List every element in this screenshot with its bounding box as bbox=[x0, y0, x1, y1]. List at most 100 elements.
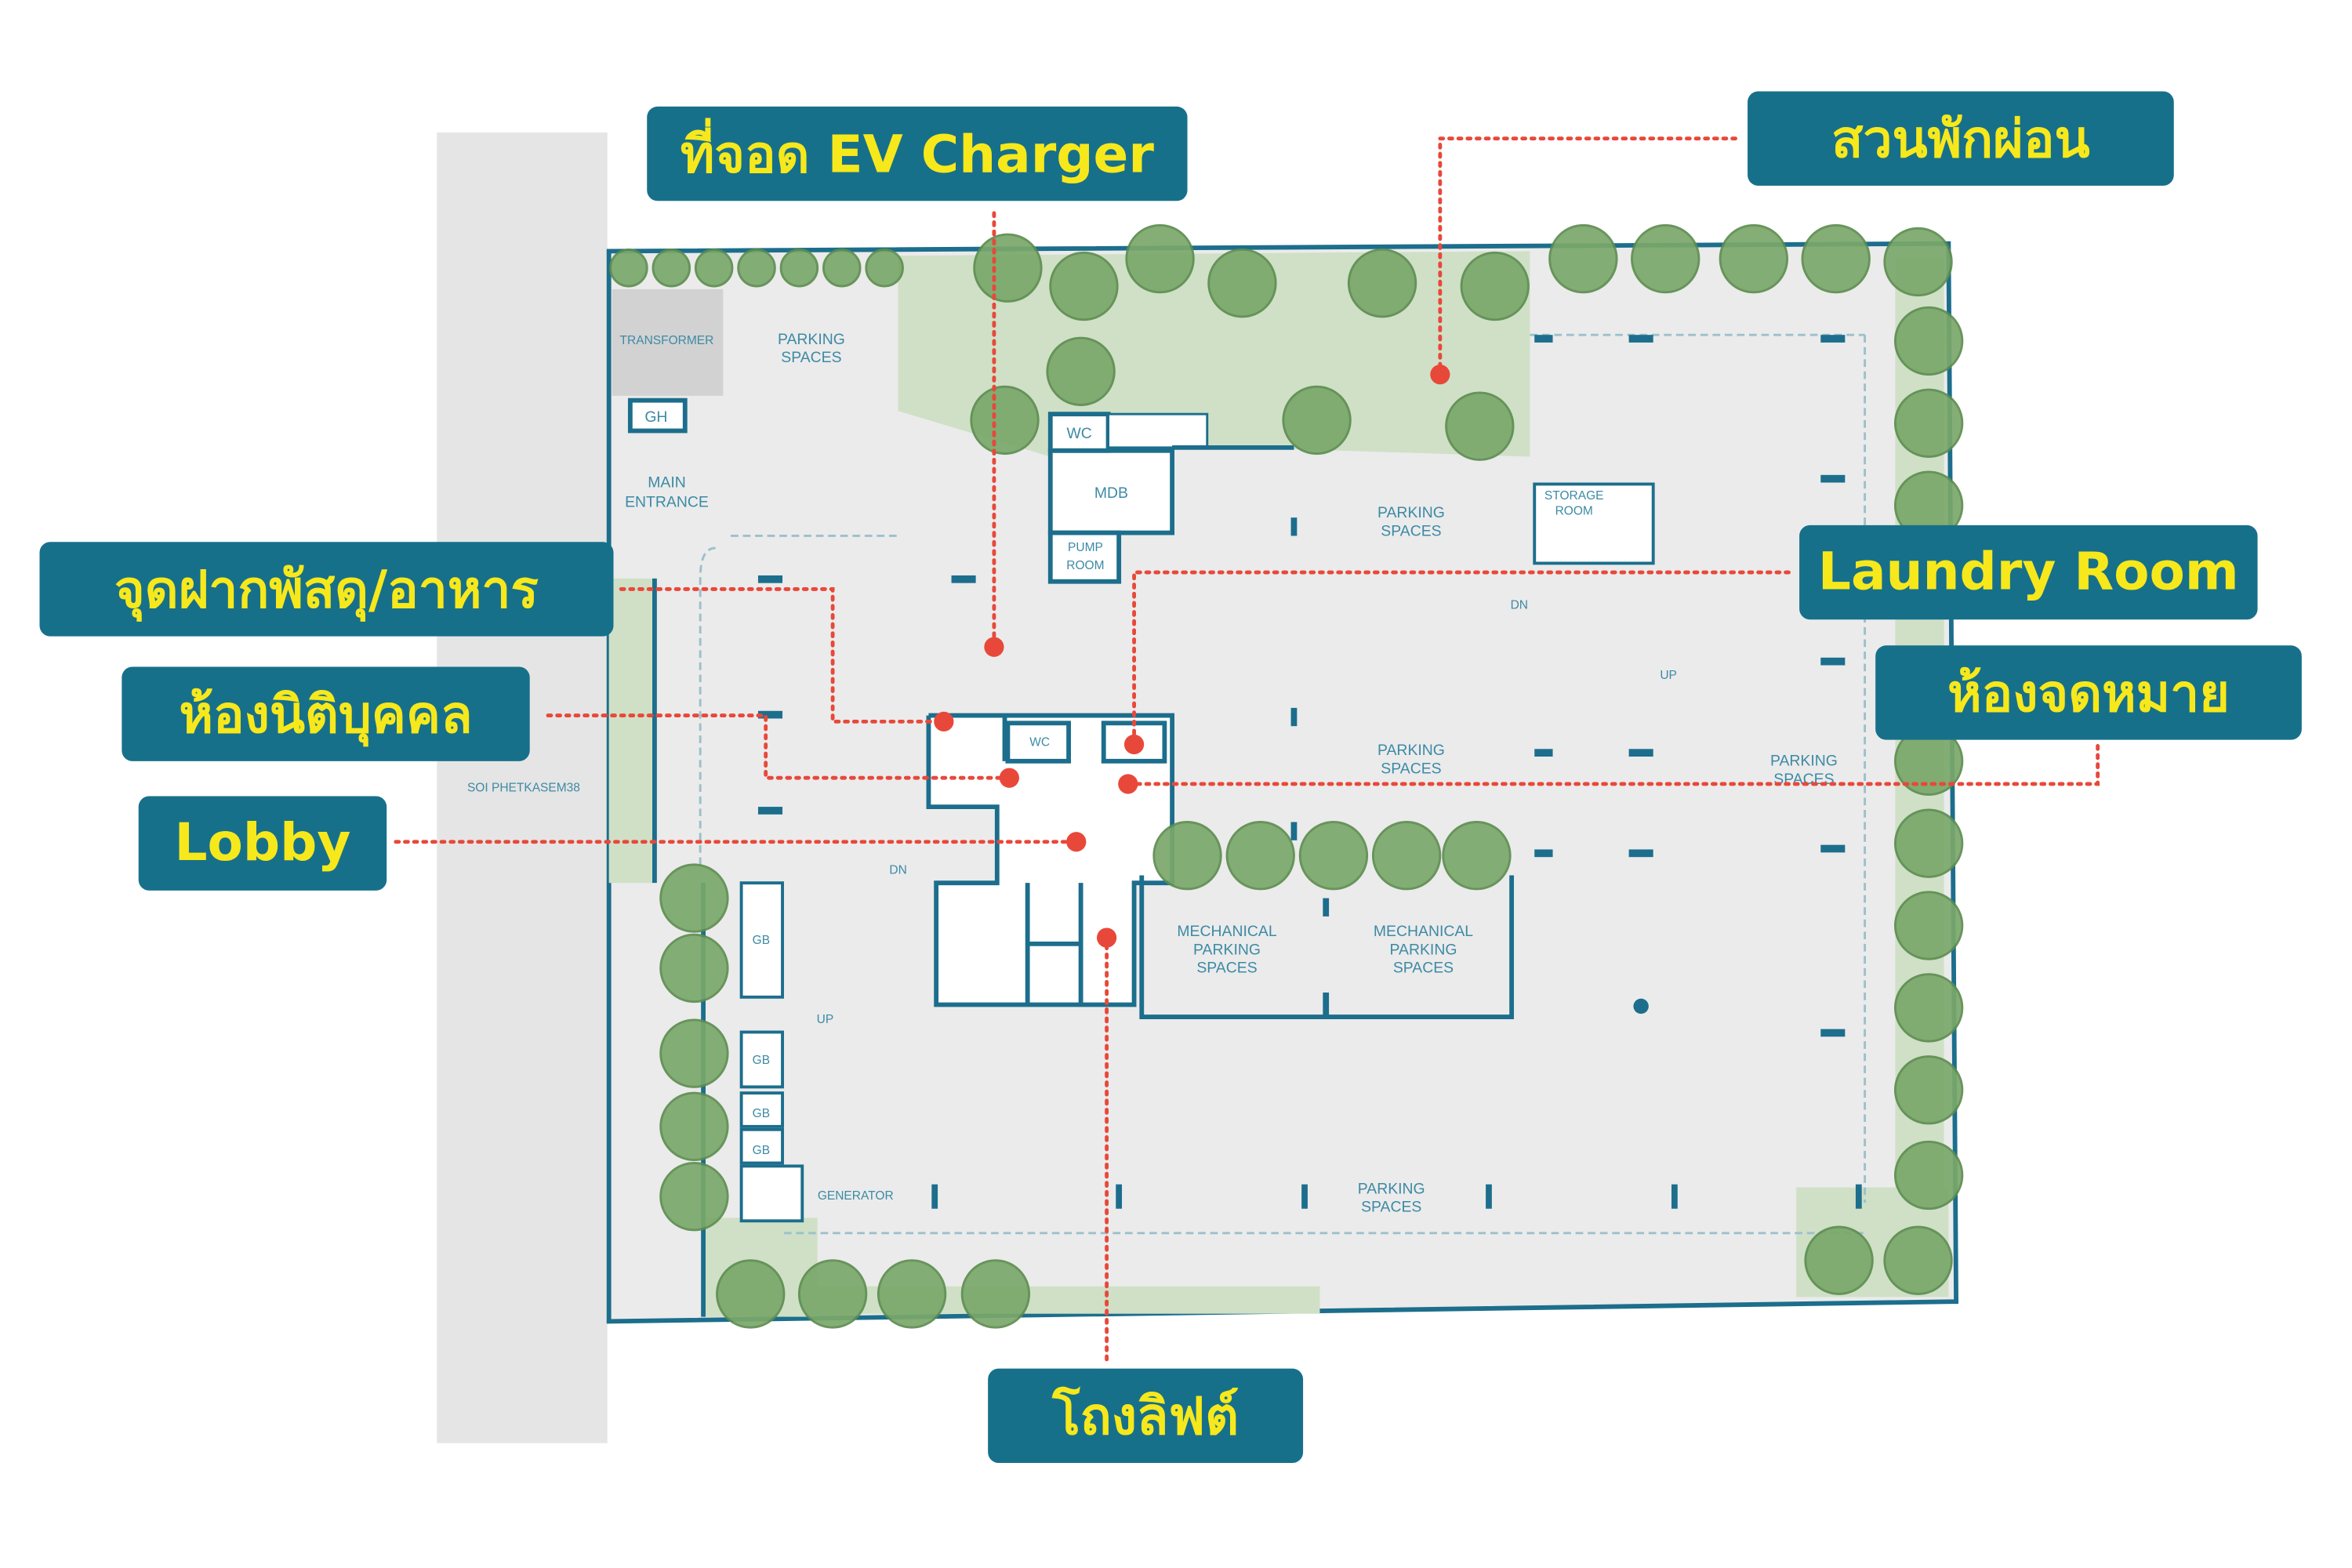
label-gh: GH bbox=[644, 408, 667, 426]
tree-icon bbox=[973, 233, 1043, 303]
tree-icon bbox=[659, 933, 729, 1004]
label-dn: DN bbox=[889, 864, 906, 877]
tree-icon bbox=[659, 1091, 729, 1162]
label-wc: WC bbox=[1029, 735, 1050, 749]
label-parking: SPACES bbox=[1361, 1199, 1421, 1216]
tree-icon bbox=[1442, 821, 1512, 891]
tree-icon bbox=[1719, 223, 1789, 294]
tree-icon bbox=[822, 248, 862, 288]
tree-icon bbox=[1152, 821, 1222, 891]
tree-icon bbox=[1883, 1225, 1953, 1295]
tree-icon bbox=[694, 248, 734, 288]
label-parking: PARKING bbox=[778, 331, 845, 348]
marker-ev-charger bbox=[984, 637, 1004, 657]
label-parking: SPACES bbox=[1381, 522, 1441, 539]
tree-icon bbox=[1282, 385, 1352, 456]
tree-icon bbox=[1893, 808, 1964, 878]
street-strip bbox=[437, 132, 608, 1443]
label-mechanical-parking: PARKING bbox=[1193, 941, 1261, 958]
label-pump-room: PUMP bbox=[1068, 541, 1103, 554]
tree-icon bbox=[970, 385, 1040, 456]
label-storage-room: STORAGE bbox=[1544, 489, 1604, 503]
label-gb: GB bbox=[753, 1144, 770, 1157]
tree-icon bbox=[960, 1259, 1031, 1329]
label-mechanical-parking: SPACES bbox=[1196, 960, 1257, 977]
label-main-entrance: ENTRANCE bbox=[625, 494, 709, 511]
marker-parcel bbox=[934, 711, 954, 731]
tree-icon bbox=[1371, 821, 1442, 891]
callout-lobby: Lobby bbox=[138, 796, 387, 891]
tree-icon bbox=[1207, 248, 1277, 318]
label-transformer: TRANSFORMER bbox=[620, 334, 714, 347]
transformer-area bbox=[612, 289, 724, 396]
label-parking: PARKING bbox=[1358, 1180, 1425, 1197]
tree-icon bbox=[1460, 251, 1530, 321]
label-parking: PARKING bbox=[1377, 504, 1445, 521]
label-mechanical-parking: SPACES bbox=[1393, 960, 1454, 977]
tree-icon bbox=[1893, 306, 1964, 376]
tree-icon bbox=[737, 248, 776, 288]
callout-parcel: จุดฝากพัสดุ/อาหาร bbox=[39, 542, 614, 637]
marker-mailroom bbox=[1118, 774, 1138, 794]
tree-icon bbox=[1125, 223, 1195, 294]
label-pump-room: ROOM bbox=[1066, 559, 1104, 572]
tree-icon bbox=[659, 1162, 729, 1232]
tree-icon bbox=[1548, 223, 1618, 294]
tree-icon bbox=[1893, 973, 1964, 1043]
tree-icon bbox=[1347, 248, 1417, 318]
marker-lift-hall bbox=[1096, 927, 1117, 948]
tree-icon bbox=[797, 1259, 868, 1329]
marker-garden bbox=[1430, 365, 1450, 385]
tree-icon bbox=[1893, 891, 1964, 960]
label-up: UP bbox=[1660, 669, 1677, 682]
tree-icon bbox=[1046, 336, 1116, 406]
tree-icon bbox=[659, 1018, 729, 1088]
leader-lines bbox=[394, 136, 2100, 1362]
tree-icon bbox=[716, 1259, 786, 1329]
tree-icon bbox=[609, 248, 648, 288]
tree-icon bbox=[1893, 1140, 1964, 1210]
label-up: UP bbox=[817, 1013, 834, 1026]
label-wc: WC bbox=[1066, 425, 1091, 442]
label-gb: GB bbox=[753, 1054, 770, 1067]
tree-icon bbox=[779, 248, 819, 288]
label-gb: GB bbox=[753, 934, 770, 947]
columns bbox=[757, 335, 1862, 1209]
callout-juristic: ห้องนิติบุคคล bbox=[122, 666, 530, 761]
tree-icon bbox=[1631, 223, 1700, 294]
label-parking: SPACES bbox=[781, 349, 841, 366]
tree-icon bbox=[652, 248, 691, 288]
label-mdb: MDB bbox=[1094, 485, 1128, 502]
tree-icon bbox=[877, 1259, 947, 1329]
label-parking: SPACES bbox=[1381, 760, 1441, 777]
tree-icon bbox=[659, 863, 729, 933]
callout-garden: สวนพักผ่อน bbox=[1748, 91, 2174, 186]
tree-icon bbox=[1801, 223, 1871, 294]
label-parking: PARKING bbox=[1770, 753, 1838, 770]
label-mechanical-parking: MECHANICAL bbox=[1177, 923, 1276, 940]
tree-icon bbox=[1225, 821, 1295, 891]
tree-icon bbox=[1049, 251, 1119, 321]
callout-ev-charger: ที่จอด EV Charger bbox=[647, 106, 1188, 201]
label-mechanical-parking: MECHANICAL bbox=[1374, 923, 1473, 940]
tree-icon bbox=[1445, 391, 1515, 461]
tree-icon bbox=[865, 248, 904, 288]
label-soi: SOI PHETKASEM38 bbox=[467, 782, 580, 795]
tree-icon bbox=[1883, 227, 1953, 297]
marker-dots bbox=[934, 365, 1450, 948]
tree-icon bbox=[1298, 821, 1369, 891]
label-main-entrance: MAIN bbox=[648, 474, 686, 491]
tree-icon bbox=[1893, 1055, 1964, 1125]
marker-laundry bbox=[1123, 734, 1145, 755]
label-mechanical-parking: PARKING bbox=[1390, 941, 1457, 958]
label-storage-room: ROOM bbox=[1555, 504, 1593, 517]
marker-lobby bbox=[1066, 832, 1087, 852]
label-gb: GB bbox=[753, 1107, 770, 1120]
tree-icon bbox=[1893, 388, 1964, 458]
marker-juristic bbox=[999, 768, 1019, 788]
trees bbox=[609, 223, 1964, 1329]
label-dn: DN bbox=[1511, 599, 1528, 612]
label-parking: PARKING bbox=[1377, 742, 1445, 759]
